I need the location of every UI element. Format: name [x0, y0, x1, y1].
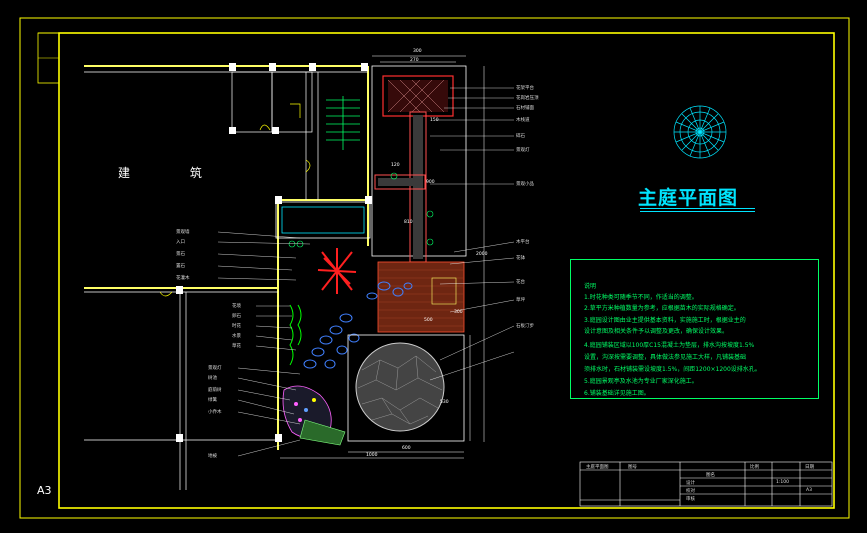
- title-underline: [640, 208, 755, 209]
- title-block-cell: 比例: [750, 465, 759, 470]
- building-label: 建 筑: [118, 166, 230, 180]
- pergola-area: [371, 65, 467, 263]
- drawing-title: 主庭平面图: [638, 187, 739, 209]
- callout-left: 入口: [176, 240, 185, 245]
- callout-left: 时花: [232, 324, 241, 329]
- callout-left: 景观墙: [176, 230, 190, 235]
- dim-deck-a: 300: [454, 310, 463, 315]
- callout-right: 花岗岩压顶: [516, 96, 539, 101]
- note-line: 2.草平方米种植数量为参考，应根据苗木的实际规格确定。: [584, 305, 740, 312]
- title-block-cell: 1:100: [776, 480, 789, 485]
- leaders-left: [217, 231, 311, 457]
- sculpture: [317, 248, 357, 294]
- callout-left: 草花: [232, 344, 241, 349]
- dim-bottom-b: 1000: [366, 453, 378, 458]
- notes-box: [570, 259, 819, 399]
- title-block: [579, 461, 833, 507]
- dim-mid-a: 900: [426, 180, 435, 185]
- callout-right: 碎石: [516, 134, 525, 139]
- wooden-deck: [377, 261, 465, 333]
- dim-deck-b: 500: [424, 318, 433, 323]
- note-line: 设置，沟深按需要调整，具体做法参见施工大样，凡铺装基础: [584, 354, 747, 361]
- note-line: 设计意图及相关条件予以调整及更改，确保设计效果。: [584, 328, 729, 335]
- callout-left: 置石: [176, 264, 185, 269]
- stepping-stones: [303, 281, 413, 369]
- callout-right: 花架平台: [516, 86, 534, 91]
- title-block-cell: A3: [806, 488, 812, 493]
- callout-right: 花钵: [516, 256, 525, 261]
- dim-side-b: 530: [440, 400, 449, 405]
- water-feature: [275, 201, 371, 239]
- leaders-right: [429, 87, 515, 381]
- callout-left: 小乔木: [208, 410, 222, 415]
- title-block-cell: 图号: [628, 465, 637, 470]
- callout-right: 石材铺面: [516, 106, 534, 111]
- dim-side-a: 120: [391, 163, 400, 168]
- note-line: 须排水时，石材铺装需设坡度1.5%，间距1200×1200设排水孔。: [584, 366, 761, 373]
- outer-frame: [19, 17, 850, 519]
- callout-left: 景观灯: [208, 366, 222, 371]
- callout-right: 景观小品: [516, 182, 534, 187]
- sheet-size: A3: [37, 484, 52, 497]
- circular-plaza: [347, 334, 465, 442]
- title-block-cell: 校对: [686, 489, 695, 494]
- callout-left: 景石: [176, 252, 185, 257]
- callout-left: 庭荫树: [208, 388, 222, 393]
- callout-right: 石板汀步: [516, 324, 534, 329]
- dim-top-outer: 300: [413, 49, 422, 54]
- note-line: 5.庭园景观亭及水池为专业厂家深化施工。: [584, 378, 698, 385]
- dim-top-inner: 270: [410, 58, 419, 63]
- callout-right: 花台: [516, 280, 525, 285]
- dim-mid-b: 810: [404, 220, 413, 225]
- title-underline-2: [640, 211, 755, 212]
- callout-right: 木栈道: [516, 118, 530, 123]
- callout-right: 木平台: [516, 240, 530, 245]
- title-block-cell: 日期: [805, 465, 814, 470]
- note-line: 3.庭园设计图由业主提供基本资料，实施施工时，根据业主的: [584, 317, 746, 324]
- flower-bed: [282, 385, 346, 446]
- note-line: 1.时花种类可随季节不同，作适当的调整。: [584, 294, 698, 301]
- title-block-cell: 设计: [686, 481, 695, 486]
- dim-bottom-a: 600: [402, 446, 411, 451]
- title-block-cell: 审核: [686, 497, 695, 502]
- callout-left: 花灌木: [176, 276, 190, 281]
- notes-heading: 说明: [584, 283, 597, 290]
- note-line: 4.庭园铺装区域以100厚C15混凝土为垫层，排水沟按坡度1.5%: [584, 342, 755, 349]
- staircase: [326, 96, 360, 150]
- hedge: [289, 304, 302, 366]
- columns: [176, 63, 372, 442]
- callout-left: 地被: [208, 454, 217, 459]
- title-block-cell: 图名: [706, 473, 715, 478]
- callout-left: 树池: [208, 376, 217, 381]
- callout-left: 花境: [232, 304, 241, 309]
- callout-left: 水景: [232, 334, 241, 339]
- callout-right: 草坪: [516, 298, 525, 303]
- dim-right-a: 2000: [476, 252, 488, 257]
- inner-frame: [58, 32, 835, 509]
- compass-rose: [673, 105, 727, 159]
- callout-left: 绿篱: [208, 398, 217, 403]
- dim-left-mid: 150: [430, 118, 439, 123]
- callout-left: 卵石: [232, 314, 241, 319]
- callout-right: 景观灯: [516, 148, 530, 153]
- dimension-lines: [280, 55, 485, 459]
- note-line: 6.铺装基础详见施工图。: [584, 390, 650, 397]
- title-block-cell: 主庭平面图: [586, 465, 609, 470]
